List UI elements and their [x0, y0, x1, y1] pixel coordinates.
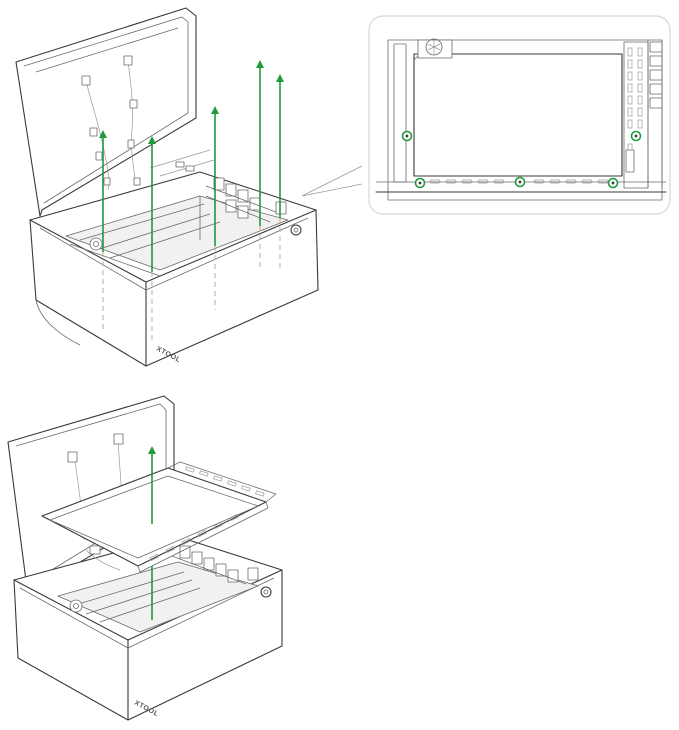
slotted-rail — [623, 40, 663, 189]
fan-icon — [417, 38, 453, 59]
laser-module-rail — [205, 177, 287, 223]
machine-base: XTOOL — [13, 535, 283, 721]
screw-marker-icon — [630, 130, 642, 142]
machine-base: XTOOL — [29, 171, 319, 367]
bottom-slot-row — [429, 179, 609, 184]
screw-markers — [401, 130, 642, 189]
laser-panel-lifted — [41, 461, 277, 573]
power-button-icon[interactable] — [290, 224, 302, 236]
machine-lid-open — [15, 7, 215, 217]
screw-removal-arrows — [99, 60, 284, 272]
laser-module-rail — [171, 545, 259, 585]
fan-icon — [89, 237, 103, 251]
power-button-icon[interactable] — [260, 586, 272, 598]
detail-inset — [368, 15, 671, 215]
alignment-guides — [102, 218, 281, 344]
screw-marker-icon — [401, 130, 413, 142]
fan-icon — [69, 599, 83, 613]
callout-connector — [301, 165, 363, 197]
screw-marker-icon — [607, 177, 619, 189]
figure-remove-screws: XTOOL — [15, 7, 363, 367]
screw-marker-icon — [514, 176, 526, 188]
screw-marker-icon — [414, 177, 426, 189]
figure-lift-panel: XTOOL — [7, 395, 283, 721]
